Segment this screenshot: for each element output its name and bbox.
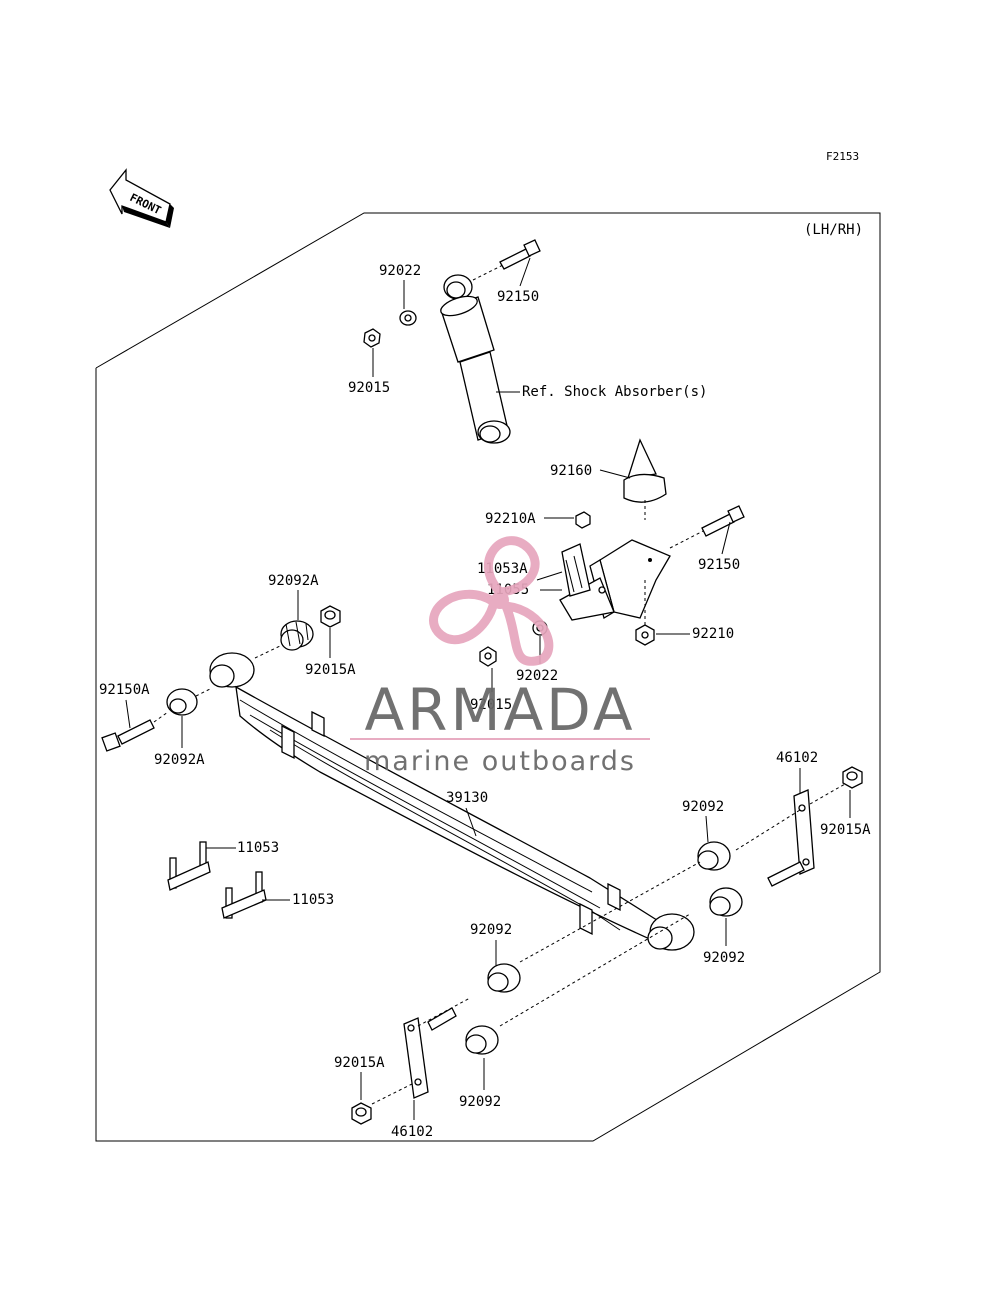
nut-92210A: [575, 511, 591, 529]
bushing-92092-r2: [709, 887, 743, 917]
label-92022-top: 92022: [379, 263, 421, 279]
watermark-brand: ARMADA: [364, 676, 635, 744]
ref-shock-note: Ref. Shock Absorber(s): [522, 384, 707, 400]
bolt-92150-mid: [669, 505, 745, 549]
label-92015-mid: 92015: [470, 697, 512, 713]
label-92160: 92160: [550, 463, 592, 479]
label-92015A-right: 92015A: [820, 822, 871, 838]
armada-watermark: ARMADA marine outboards: [350, 536, 650, 777]
label-92092-r2: 92092: [703, 950, 745, 966]
label-92092-c2: 92092: [459, 1094, 501, 1110]
bushing-92092A-low: [166, 687, 213, 716]
nut-92015A-left: [320, 605, 341, 628]
bump-stop-92160: [623, 438, 667, 520]
label-92210A: 92210A: [485, 511, 536, 527]
lh-rh-note: (LH/RH): [804, 222, 863, 238]
label-92150-top: 92150: [497, 289, 539, 305]
label-39130: 39130: [446, 790, 488, 806]
bolt-92150-top: [472, 239, 541, 281]
label-46102-bottom: 46102: [391, 1124, 433, 1140]
bushing-92092-r1: [697, 841, 731, 871]
label-92150A: 92150A: [99, 682, 150, 698]
label-92210: 92210: [692, 626, 734, 642]
nut-92015A-right: [842, 766, 863, 789]
washer-92022-top: [399, 310, 417, 326]
spring-seat-bracket: [559, 539, 671, 621]
diagram-frame: [95, 212, 881, 1142]
nut-92015A-bottom: [351, 1102, 372, 1125]
u-bolt-11053-b: [221, 871, 267, 919]
shackle-46102-bottom: [371, 861, 701, 1105]
bushing-92092-c2: [465, 1025, 499, 1055]
label-92092A-low: 92092A: [154, 752, 205, 768]
leaf-spring-39130: [209, 652, 695, 951]
u-bolt-11053-a: [167, 841, 211, 891]
nut-92015-mid: [479, 646, 497, 667]
shock-absorber: [440, 274, 511, 444]
label-92092-c1: 92092: [470, 922, 512, 938]
label-11053-b: 11053: [292, 892, 334, 908]
shackle-46102-right: [735, 783, 846, 887]
label-92092A-top: 92092A: [268, 573, 319, 589]
bushing-92092A-top: [254, 620, 314, 659]
label-92092-r1: 92092: [682, 799, 724, 815]
label-92022-mid: 92022: [516, 668, 558, 684]
nut-92210: [635, 580, 655, 646]
label-11053-a: 11053: [237, 840, 279, 856]
label-92015A-left: 92015A: [305, 662, 356, 678]
label-92015-top: 92015: [348, 380, 390, 396]
figure-code: F2153: [826, 150, 859, 163]
nut-92015-top: [363, 328, 381, 348]
label-92015A-bottom: 92015A: [334, 1055, 385, 1071]
label-92150-mid: 92150: [698, 557, 740, 573]
bolt-92150A: [101, 711, 169, 752]
propeller-logo-icon: [429, 536, 554, 666]
label-46102-right: 46102: [776, 750, 818, 766]
watermark-tagline: marine outboards: [364, 746, 636, 777]
front-arrow-icon: FRONT: [109, 168, 174, 228]
bushing-92092-c1: [487, 963, 521, 993]
